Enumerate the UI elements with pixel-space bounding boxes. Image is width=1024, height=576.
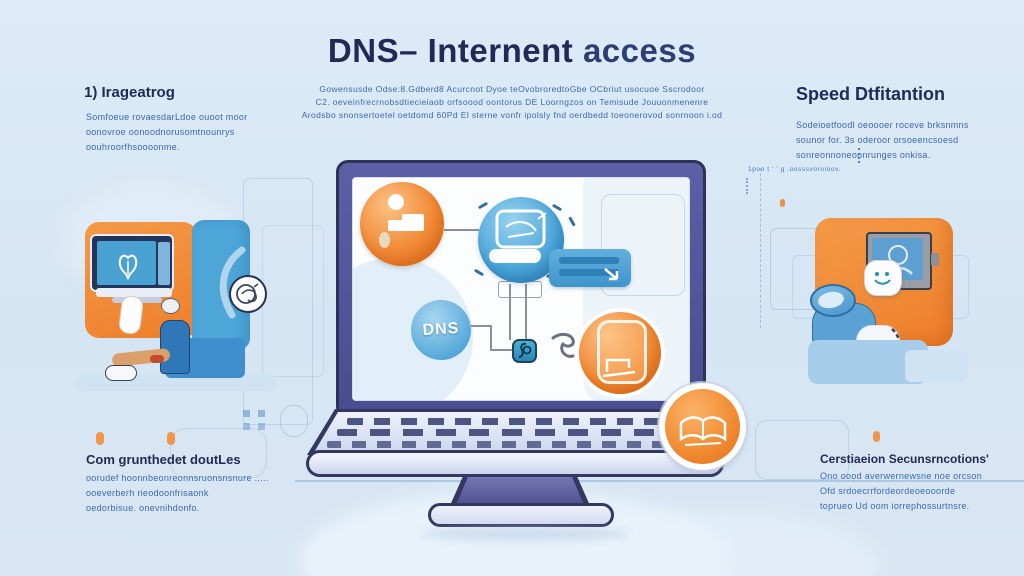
section-body-top-left: Somfoeue rovaesdarLdoe ouoot moor oonovr… [86,110,271,155]
blueprint-square [258,410,265,417]
blueprint-arc [280,405,308,437]
subtitle-line: C2. oeveinfrecrnobsdtiecieiaob orfsoood … [315,97,709,107]
device-sketch-icon [489,209,547,263]
body-line: sonreonnoneonnrunges onkisa. [796,150,931,160]
page-title: DNS– Internent access [0,32,1024,70]
wire [509,284,511,340]
sphere-dot [388,194,404,210]
blueprint-rect [755,420,849,480]
left-illustration [70,215,310,395]
scribble-icon [236,283,259,304]
glyph-chip-icon [512,339,537,363]
blueprint-square [258,423,265,430]
stand-base [428,503,614,527]
page-bar [388,220,406,231]
body-line: toprueo Ud oom iorrephossurtnsre. [820,501,970,511]
subtitle-line: Arodsbo snonsertoetel oetdomd 60Pd El st… [301,110,723,120]
wire [525,284,527,340]
title-suffix: access [582,32,697,69]
keyboard-row [347,418,679,425]
person-knee-accent [150,355,164,363]
body-line: oonovroe oonoodnorusomtnounrys [86,127,235,137]
person-nose [156,309,164,315]
body-line: Ofd srdoecrrfordeordeoeooorde [820,486,956,496]
list-card-icon [549,249,631,287]
tv-shelf [96,288,172,297]
base-step [905,350,967,382]
wire-elbow [471,325,513,351]
keyboard-row [337,429,689,436]
page-bar [402,214,424,231]
keyboard-deck [313,412,713,454]
folder-bracket-icon [602,358,636,378]
body-line: oouhroorfhsoooonme. [86,142,180,152]
screen-panel-outline [601,194,685,296]
body-line: oorudef hoonnbeonreonnsruonsnsnure ..... [86,473,269,483]
open-book-icon [679,416,727,446]
bullet-dot [873,431,880,442]
blueprint-orange-dot [780,199,785,207]
book-badge-icon [659,383,746,470]
person-body [160,320,190,374]
blueprint-dashed-line [760,168,761,328]
title-main: DNS– Internent [327,32,574,69]
tiny-dotted-mark [746,178,748,194]
document-sphere-icon [360,182,444,266]
cylinder-badge-icon [864,260,902,296]
smile-sketch-icon [874,272,891,285]
blueprint-rect [170,428,267,478]
person-shoe [105,365,137,381]
wire-box [498,281,542,298]
monitor-stand [455,477,585,507]
section-body-top-right: Sodeioetfoodl oeoooer roceve brksnmns so… [796,118,1006,163]
section-heading-top-left: 1) Irageatrog [84,84,175,101]
card-bar [559,269,619,276]
subtitle-line: Gowensusde Odse:8.Gdberd8 Acurcnot Dyoe … [319,84,705,94]
card-arrow-icon [604,268,619,281]
blueprint-square [243,410,250,417]
body-line: Ono oood averwernewsne noe orcson [820,471,982,481]
bullet-dot [96,432,104,445]
body-line: Sodeioetfoodl oeoooer roceve brksnmns [796,120,969,130]
bullet-dot [167,432,175,445]
body-line: oedorbisue. onevnihdonfo. [86,503,200,513]
tv-screen [97,241,156,285]
connector-icon [551,332,575,358]
deck-front-lip [306,450,724,477]
panel-swoosh [219,246,246,319]
hook-glyph-icon [518,342,532,358]
section-heading-bottom-left: Com grunthedet doutLes [86,452,241,467]
heart-sketch-icon [118,254,138,281]
tiny-annotation: 1poo t ' ' g .oosssvoroioov. [748,166,841,173]
section-body-bottom-left: oorudef hoonnbeonreonnsruonsnsnure .....… [86,471,271,516]
tv-side-strip [158,242,170,285]
card-bar [559,257,619,264]
body-line: Somfoeue rovaesdarLdoe ouoot moor [86,112,248,122]
monitor-side-tab [931,253,939,266]
body-line: sounor for. 3s oderoor orsoeencsoesd [796,135,959,145]
section-heading-bottom-right: Cerstiaeion Secunsrncotions' [820,452,989,466]
sphere-accent [379,232,390,248]
blueprint-square [243,423,250,430]
folder-sphere-icon [579,312,661,394]
right-illustration [800,210,1000,390]
wire [444,229,479,231]
section-body-bottom-right: Ono oood averwernewsne noe orcson Ofd sr… [820,469,990,514]
base-shadow [420,527,630,541]
person-head [161,298,180,314]
keyboard-row [327,441,699,448]
body-line: ooeverberh rieodoonfrisaonk [86,488,209,498]
baseline-rule [295,480,1024,482]
cursor-badge-icon [229,275,267,313]
section-heading-top-right: Speed Dtfitantion [796,84,945,104]
laptop-screen: DNS [352,177,690,401]
tiny-dotted-mark [858,148,860,163]
signal-tick [568,216,576,227]
